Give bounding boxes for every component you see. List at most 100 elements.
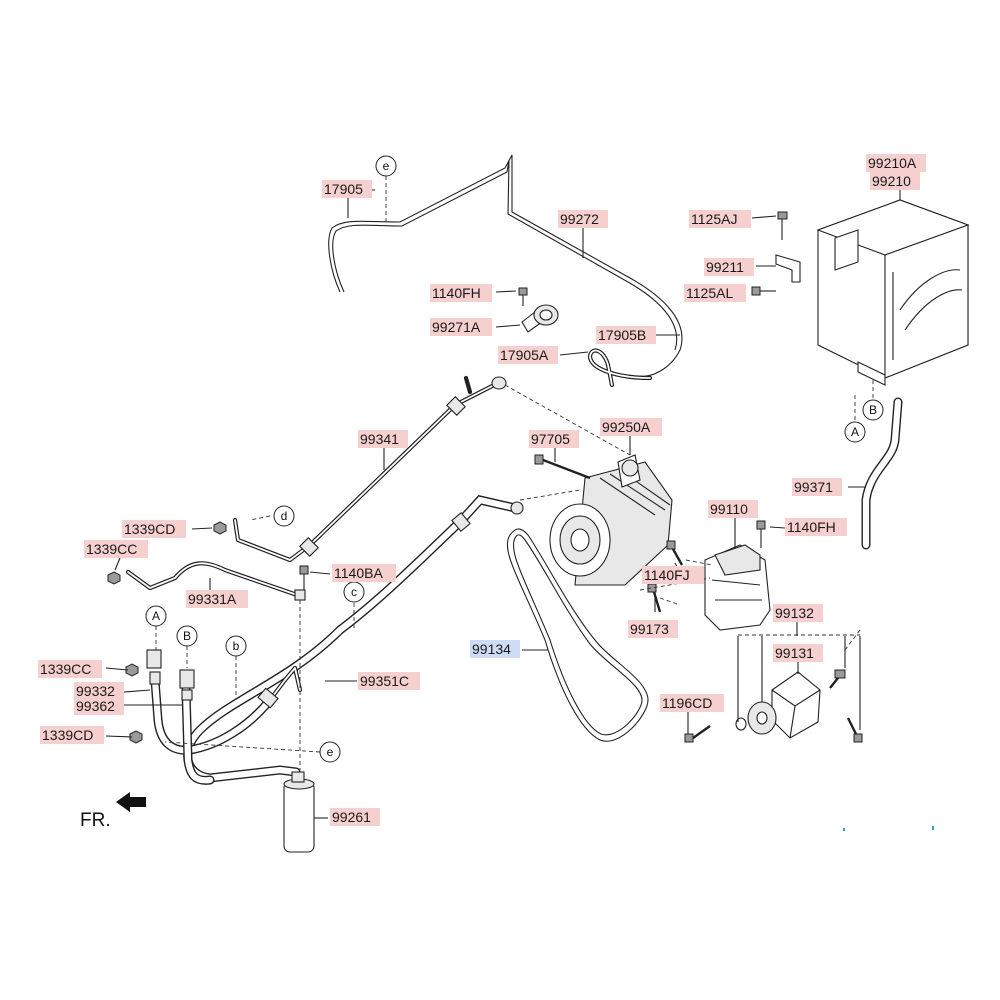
- connector-d: d: [273, 505, 295, 527]
- harness-line: [328, 154, 683, 377]
- bracket-99211: [775, 254, 801, 283]
- dashed-guides: [155, 176, 874, 770]
- label-1196cd: 1196CD: [660, 694, 724, 712]
- connector-a-right: A: [844, 421, 866, 443]
- label-1140ba-text: 1140BA: [334, 565, 383, 581]
- label-99271a-text: 99271A: [432, 319, 481, 335]
- label-99351c-text: 99351C: [360, 673, 409, 689]
- bolt-1125al: [751, 286, 776, 296]
- connector-a-low-label: A: [152, 609, 160, 623]
- label-99351c: 99351C: [358, 672, 420, 690]
- label-17905b-text: 17905B: [598, 327, 646, 343]
- front-arrow-icon: [116, 792, 146, 812]
- label-99110-text: 99110: [710, 501, 748, 517]
- label-1140ba: 1140BA: [332, 564, 396, 582]
- label-1339cd-low: 1339CD: [40, 726, 104, 744]
- label-99332: 99332: [74, 682, 124, 700]
- label-1140fj-text: 1140FJ: [644, 567, 690, 583]
- label-1125al-text: 1125AL: [686, 285, 733, 301]
- label-1125aj-text: 1125AJ: [691, 211, 737, 227]
- label-17905-text: 17905: [324, 181, 363, 197]
- label-99371: 99371: [792, 478, 842, 496]
- label-17905a-text: 17905A: [500, 347, 549, 363]
- label-99210-text: 99210: [872, 173, 911, 189]
- label-99371-text: 99371: [794, 479, 833, 495]
- label-99362-text: 99362: [76, 698, 115, 714]
- label-99331a-text: 99331A: [188, 591, 237, 607]
- bracket-99110: [704, 544, 771, 631]
- label-99261: 99261: [330, 808, 380, 826]
- label-99332-text: 99332: [76, 683, 115, 699]
- connector-e-low: e: [319, 741, 341, 763]
- stray-marks: [843, 826, 934, 831]
- belt-99134: [506, 528, 649, 742]
- bolt-1140fj: [666, 540, 684, 566]
- evaporator-case: [816, 199, 970, 386]
- label-99331a: 99331A: [186, 590, 248, 608]
- label-17905: 17905: [322, 180, 372, 198]
- front-direction-label: FR.: [80, 810, 111, 831]
- bolt-1140fh-right: [756, 520, 766, 548]
- label-1339cc-low: 1339CC: [38, 660, 102, 678]
- connector-a-right-label: A: [851, 425, 859, 439]
- label-1339cc-top: 1339CC: [84, 540, 148, 558]
- sensor-99271a: [518, 287, 559, 333]
- label-99132-text: 99132: [775, 605, 814, 621]
- receiver-dryer-99261: [283, 771, 315, 853]
- hose-99362: [181, 685, 215, 785]
- label-99341-text: 99341: [360, 431, 399, 447]
- front-direction-marker: FR.: [80, 792, 146, 831]
- hose-99371: [861, 397, 903, 550]
- label-17905a: 17905A: [498, 346, 558, 364]
- bolt-1140ba: [299, 565, 309, 590]
- label-97705-text: 97705: [531, 431, 570, 447]
- label-99261-text: 99261: [332, 809, 371, 825]
- label-99132: 99132: [773, 604, 823, 622]
- pipe-99341: [232, 375, 507, 563]
- label-99173: 99173: [628, 620, 678, 638]
- label-99272: 99272: [558, 210, 608, 228]
- label-99134-text: 99134: [472, 641, 511, 657]
- connector-c: c: [343, 581, 365, 603]
- label-99131-text: 99131: [775, 645, 814, 661]
- label-99110: 99110: [708, 500, 758, 518]
- label-99134: 99134: [470, 640, 520, 658]
- connector-d-label: d: [281, 509, 288, 523]
- label-1339cc-low-text: 1339CC: [40, 661, 91, 677]
- label-99250a-text: 99250A: [602, 419, 651, 435]
- label-99271a: 99271A: [430, 318, 492, 336]
- label-1125al: 1125AL: [684, 284, 746, 302]
- label-1125aj: 1125AJ: [689, 210, 751, 228]
- label-99173-text: 99173: [630, 621, 669, 637]
- nuts: [107, 521, 227, 744]
- label-99250a: 99250A: [600, 418, 662, 436]
- connector-b-lowercase-label: b: [233, 639, 240, 653]
- harness-17905a: [587, 348, 653, 388]
- connector-e-top-label: e: [383, 159, 390, 173]
- label-1339cd-low-text: 1339CD: [42, 727, 93, 743]
- fittings-a-b: [146, 649, 195, 701]
- bolt-1196cd: [684, 725, 711, 743]
- label-99210: 99210: [870, 172, 920, 190]
- label-99211-text: 99211: [706, 259, 744, 275]
- connector-b-right: B: [862, 399, 884, 421]
- connector-e-low-label: e: [327, 745, 334, 759]
- connector-b-lowercase: b: [225, 635, 247, 657]
- label-99131: 99131: [773, 644, 823, 662]
- label-99362: 99362: [74, 697, 124, 715]
- label-99211: 99211: [704, 258, 754, 276]
- label-97705: 97705: [529, 430, 579, 448]
- label-1339cd-top: 1339CD: [122, 520, 186, 538]
- label-99272-text: 99272: [560, 211, 599, 227]
- bolt-97705: [534, 454, 591, 480]
- label-1140fh-right: 1140FH: [785, 518, 847, 536]
- connector-c-label: c: [351, 585, 357, 599]
- label-1339cd-top-text: 1339CD: [124, 521, 175, 537]
- label-99210a-text: 99210A: [868, 155, 917, 171]
- label-1140fj: 1140FJ: [642, 566, 704, 584]
- bolt-1125aj: [777, 211, 788, 240]
- label-17905b: 17905B: [596, 326, 656, 344]
- label-1140fh-top-text: 1140FH: [432, 285, 481, 301]
